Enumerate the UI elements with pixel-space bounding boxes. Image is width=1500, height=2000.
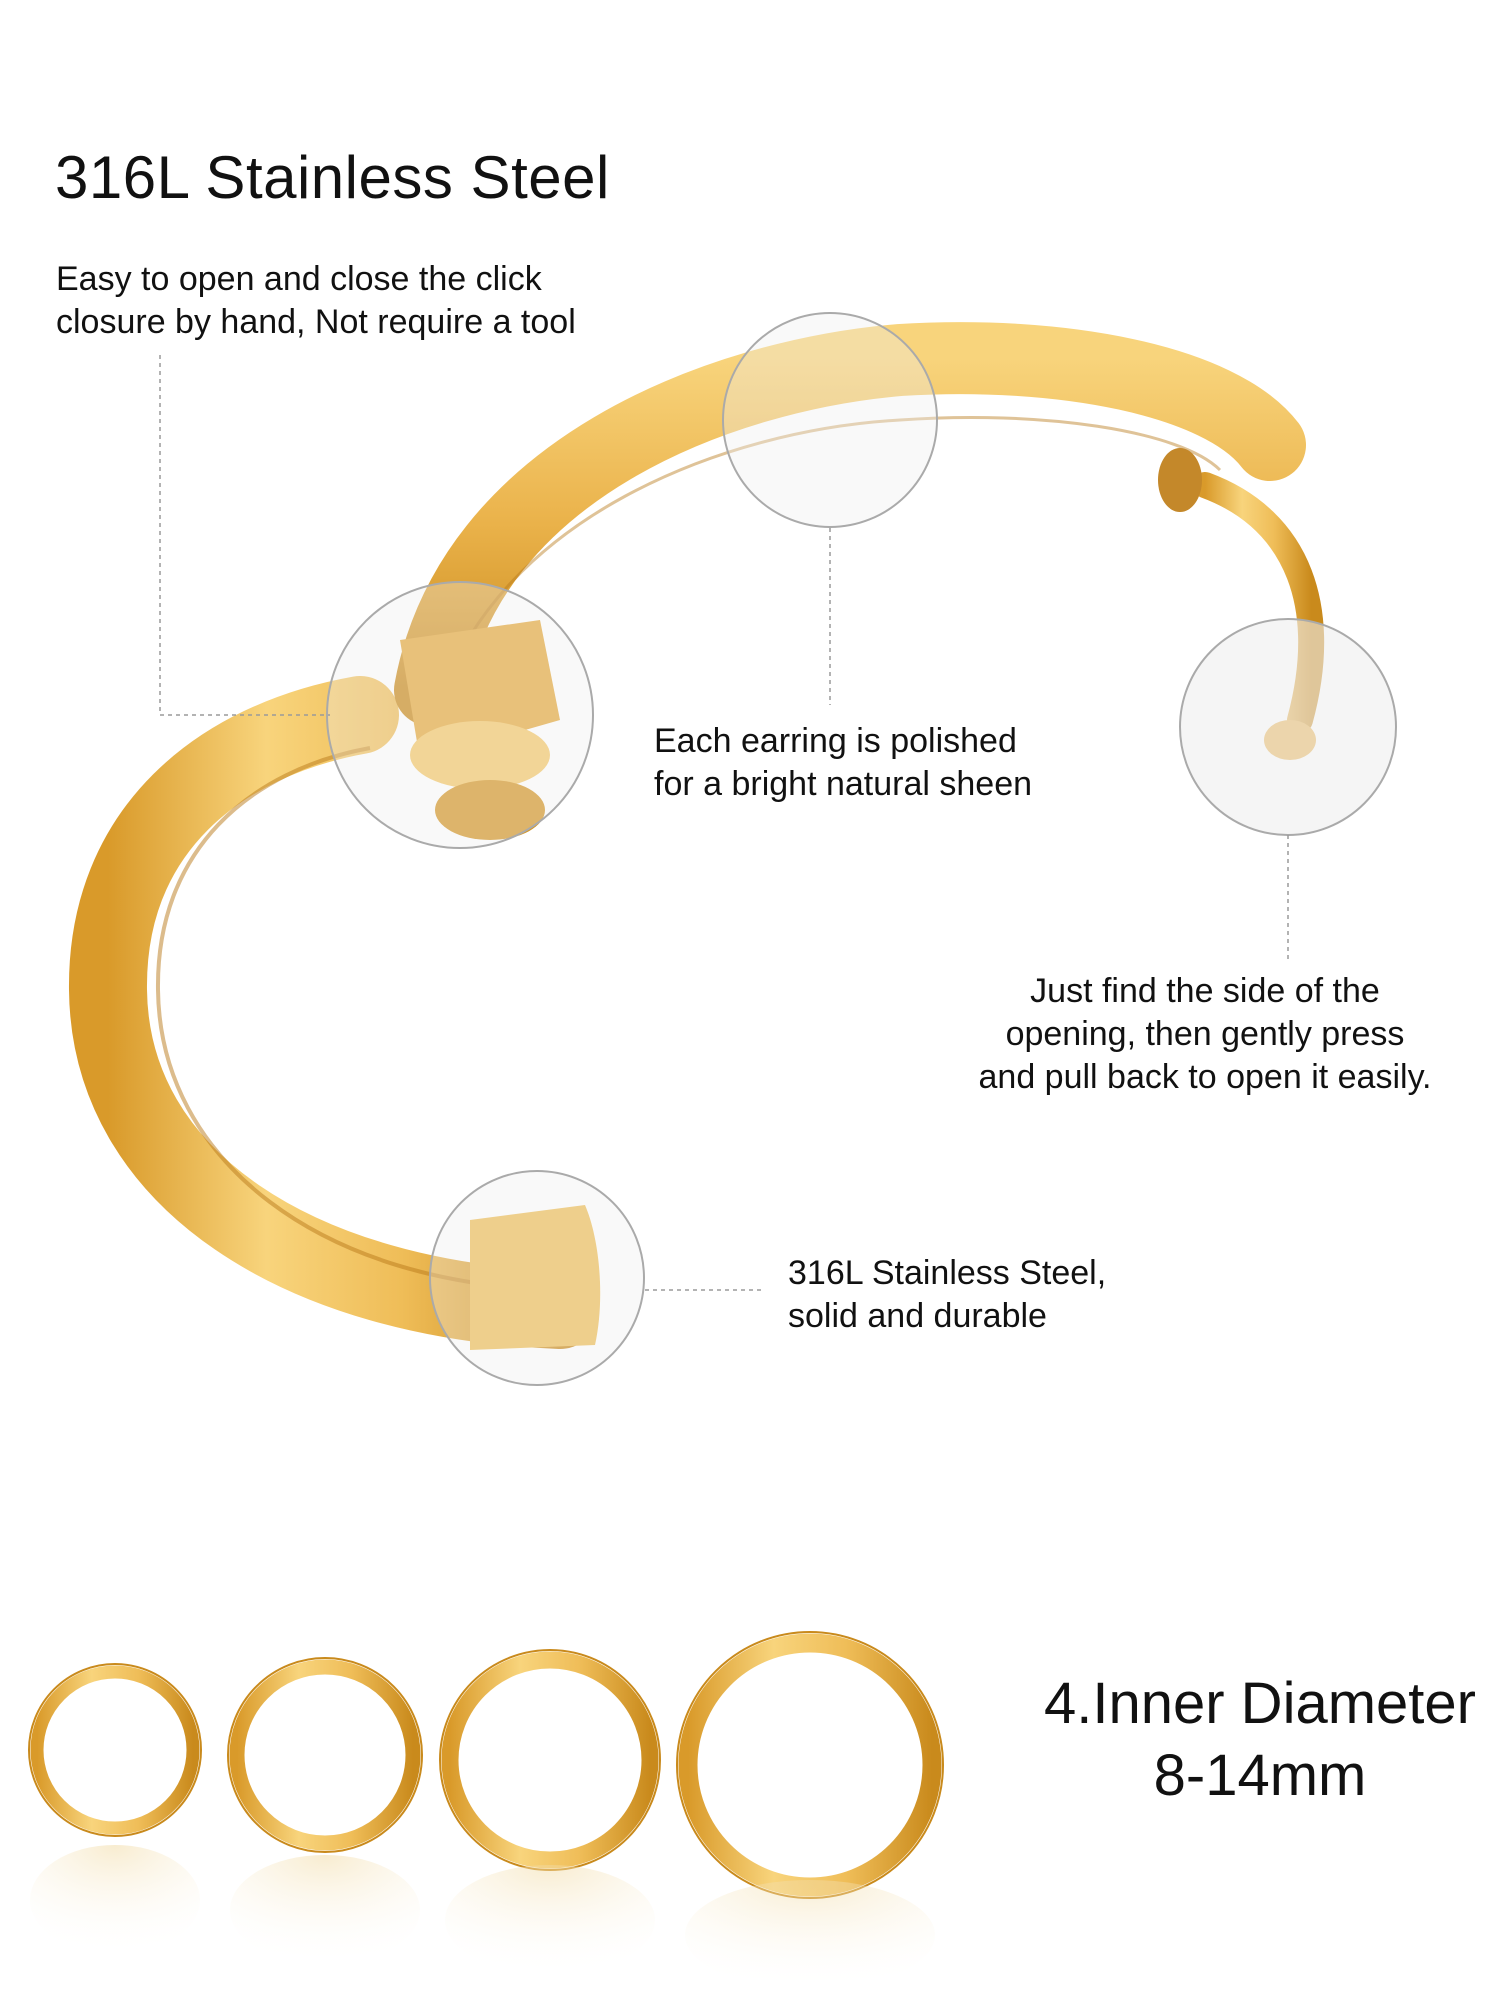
ring-12mm (439, 1649, 661, 1975)
size-label-line1: 4.Inner Diameter (1044, 1671, 1476, 1736)
size-rings (28, 1631, 944, 1990)
ring-10mm (227, 1657, 423, 1965)
ring-8mm (28, 1663, 202, 1955)
page-title: 316L Stainless Steel (55, 144, 610, 211)
callout-line: solid and durable (788, 1297, 1047, 1335)
callout-line: opening, then gently press (1005, 1015, 1405, 1053)
main-hoop-earring (68, 322, 1325, 1350)
callout-line: Just find the side of the (1030, 972, 1380, 1010)
callout-line: Easy to open and close the click (56, 260, 542, 298)
callout-opening: Just find the side of the opening, then … (955, 970, 1455, 1099)
magnifier-circles (326, 312, 1397, 1386)
callout-line: Each earring is polished (654, 722, 1017, 760)
callout-line: and pull back to open it easily. (978, 1058, 1432, 1096)
inner-diameter-label: 4.Inner Diameter 8-14mm (1030, 1668, 1490, 1812)
size-label-line2: 8-14mm (1153, 1743, 1367, 1808)
callout-material: 316L Stainless Steel, solid and durable (788, 1252, 1106, 1338)
callout-polished: Each earring is polished for a bright na… (654, 720, 1032, 806)
ring-14mm (676, 1631, 944, 1990)
leader-lines (159, 355, 1289, 1291)
callout-line: for a bright natural sheen (654, 765, 1033, 803)
callout-line: 316L Stainless Steel, (788, 1254, 1107, 1292)
callout-line: closure by hand, Not require a tool (56, 303, 576, 341)
callout-click-closure: Easy to open and close the click closure… (56, 258, 576, 344)
